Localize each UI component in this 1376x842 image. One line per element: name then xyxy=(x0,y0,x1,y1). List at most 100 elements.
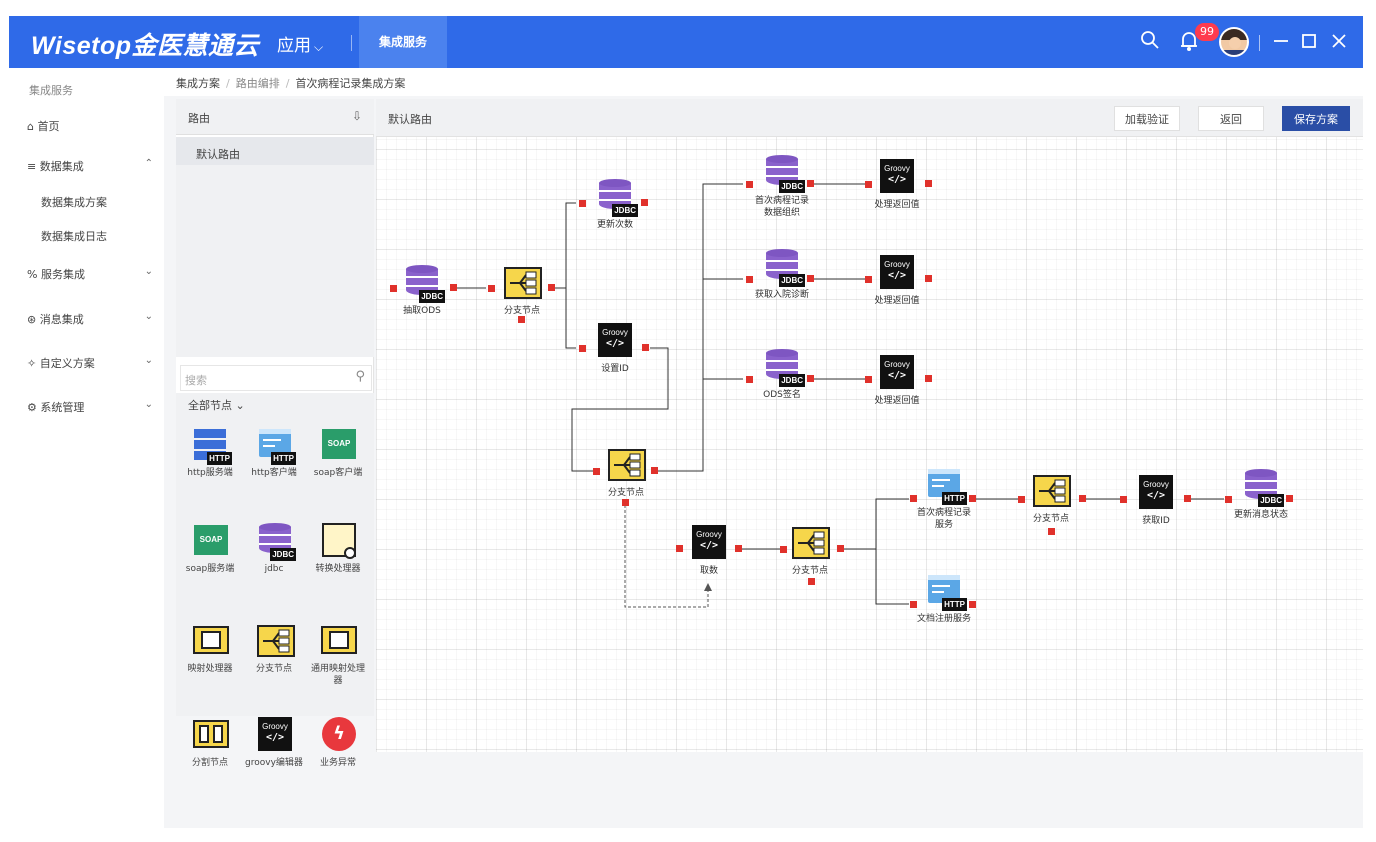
output-port[interactable] xyxy=(641,199,648,206)
output-port[interactable] xyxy=(807,275,814,282)
sidebar-item-home[interactable]: ⌂ 首页 xyxy=(27,118,157,134)
flow-node[interactable]: HTTP 文档注册服务 xyxy=(899,573,989,625)
output-port[interactable] xyxy=(1048,528,1055,535)
palette-jdbc[interactable]: JDBC jdbc xyxy=(244,523,304,575)
palette-transform[interactable]: 转换处理器 xyxy=(308,523,368,575)
output-port[interactable] xyxy=(925,180,932,187)
input-port[interactable] xyxy=(865,181,872,188)
palette-http-server[interactable]: HTTP http服务端 xyxy=(180,427,240,479)
flow-node[interactable]: 分支节点 xyxy=(1006,473,1096,525)
flow-node[interactable]: Groovy</> 获取ID xyxy=(1111,475,1201,527)
palette-http-client[interactable]: HTTP http客户端 xyxy=(244,427,304,479)
all-nodes-dropdown[interactable]: 全部节点 ⌄ xyxy=(188,397,245,413)
palette-business-error[interactable]: ϟ 业务异常 xyxy=(308,717,368,769)
all-nodes-label: 全部节点 xyxy=(188,399,232,412)
flow-canvas[interactable]: 默认路由 加载验证 返回 保存方案 xyxy=(376,99,1363,752)
palette-label: 通用映射处理器 xyxy=(310,664,365,686)
input-port[interactable] xyxy=(1225,496,1232,503)
sidebar-item-service-integration[interactable]: % 服务集成⌄ xyxy=(27,266,157,282)
sidebar-item-message-integration[interactable]: ⊛ 消息集成⌄ xyxy=(27,311,157,327)
input-port[interactable] xyxy=(579,200,586,207)
sidebar-item-system-admin[interactable]: ⚙ 系统管理⌄ xyxy=(27,399,157,415)
flow-node[interactable]: Groovy</> 处理返回值 xyxy=(852,159,942,211)
flow-node[interactable]: 分支节点 xyxy=(477,265,567,317)
input-port[interactable] xyxy=(1120,496,1127,503)
input-port[interactable] xyxy=(865,376,872,383)
breadcrumb-item[interactable]: 路由编排 xyxy=(235,77,280,90)
input-port[interactable] xyxy=(1018,496,1025,503)
output-port[interactable] xyxy=(837,545,844,552)
output-port[interactable] xyxy=(642,344,649,351)
output-port[interactable] xyxy=(1286,495,1293,502)
output-port[interactable] xyxy=(548,284,555,291)
input-port[interactable] xyxy=(593,468,600,475)
output-port[interactable] xyxy=(622,499,629,506)
search-icon[interactable]: ⚲ xyxy=(355,369,365,384)
apps-menu[interactable]: 应用⌵ xyxy=(277,31,323,56)
palette-branch[interactable]: 分支节点 xyxy=(244,623,304,675)
back-button[interactable]: 返回 xyxy=(1198,106,1264,131)
output-port[interactable] xyxy=(807,375,814,382)
save-plan-button[interactable]: 保存方案 xyxy=(1282,106,1350,131)
search-icon[interactable] xyxy=(1140,30,1160,55)
output-port[interactable] xyxy=(925,375,932,382)
output-port[interactable] xyxy=(450,284,457,291)
output-port[interactable] xyxy=(969,601,976,608)
minimize-icon[interactable] xyxy=(1273,29,1289,58)
verify-button[interactable]: 加载验证 xyxy=(1114,106,1180,131)
flow-node[interactable]: JDBC 抽取ODS xyxy=(377,265,467,317)
flow-node[interactable]: JDBC 更新次数 xyxy=(570,179,660,231)
bell-icon[interactable] xyxy=(1179,30,1199,57)
tab-integration-service[interactable]: 集成服务 xyxy=(359,16,447,68)
output-port[interactable] xyxy=(807,180,814,187)
palette-soap-server[interactable]: SOAP soap服务端 xyxy=(180,523,240,575)
palette-general-mapping[interactable]: 通用映射处理器 xyxy=(308,623,368,687)
output-port[interactable] xyxy=(735,545,742,552)
palette-groovy[interactable]: Groovy</> groovy编辑器 xyxy=(244,717,304,769)
flow-node[interactable]: HTTP 首次病程记录服务 xyxy=(899,467,989,531)
node-search-input[interactable]: 搜索 ⚲ xyxy=(180,365,372,391)
brand-logo: Wisetop金医慧通云 xyxy=(31,32,259,60)
flow-node[interactable]: Groovy</> 取数 xyxy=(664,525,754,577)
palette-soap-client[interactable]: SOAP soap客户端 xyxy=(308,427,368,479)
flow-node[interactable]: JDBC 获取入院诊断 xyxy=(737,249,827,301)
route-item-default[interactable]: 默认路由 xyxy=(176,137,374,165)
sidebar-item-integration-log[interactable]: 数据集成日志 xyxy=(41,230,107,243)
input-port[interactable] xyxy=(910,495,917,502)
maximize-icon[interactable] xyxy=(1301,29,1317,58)
avatar[interactable] xyxy=(1219,27,1249,57)
input-port[interactable] xyxy=(746,181,753,188)
palette-mapping[interactable]: 映射处理器 xyxy=(180,623,240,675)
input-port[interactable] xyxy=(780,546,787,553)
export-icon[interactable]: ⇩ xyxy=(351,109,362,123)
input-port[interactable] xyxy=(910,601,917,608)
input-port[interactable] xyxy=(676,545,683,552)
input-port[interactable] xyxy=(746,276,753,283)
sidebar-item-integration-plan[interactable]: 数据集成方案 xyxy=(41,196,107,209)
breadcrumb-item[interactable]: 集成方案 xyxy=(176,77,220,90)
close-icon[interactable] xyxy=(1331,29,1347,58)
output-port[interactable] xyxy=(651,467,658,474)
input-port[interactable] xyxy=(488,285,495,292)
sidebar-item-data-integration[interactable]: ≡ 数据集成⌃ xyxy=(27,158,157,174)
input-port[interactable] xyxy=(579,345,586,352)
input-port[interactable] xyxy=(746,376,753,383)
output-port[interactable] xyxy=(808,578,815,585)
output-port[interactable] xyxy=(1184,495,1191,502)
output-port[interactable] xyxy=(1079,495,1086,502)
flow-node[interactable]: JDBC 更新消息状态 xyxy=(1216,469,1306,521)
output-port[interactable] xyxy=(518,316,525,323)
flow-node[interactable]: Groovy</> 处理返回值 xyxy=(852,355,942,407)
output-port[interactable] xyxy=(969,495,976,502)
flow-node[interactable]: Groovy</> 设置ID xyxy=(570,323,660,375)
sidebar-item-custom-plan[interactable]: ✧ 自定义方案⌄ xyxy=(27,355,157,371)
flow-node[interactable]: 分支节点 xyxy=(765,525,855,577)
flow-node[interactable]: JDBC ODS签名 xyxy=(737,349,827,401)
flow-node[interactable]: JDBC 首次病程记录数据组织 xyxy=(737,155,827,219)
output-port[interactable] xyxy=(925,275,932,282)
input-port[interactable] xyxy=(390,285,397,292)
palette-split[interactable]: 分割节点 xyxy=(180,717,240,769)
input-port[interactable] xyxy=(865,276,872,283)
flow-node[interactable]: Groovy</> 处理返回值 xyxy=(852,255,942,307)
flow-node[interactable]: 分支节点 xyxy=(581,447,671,499)
